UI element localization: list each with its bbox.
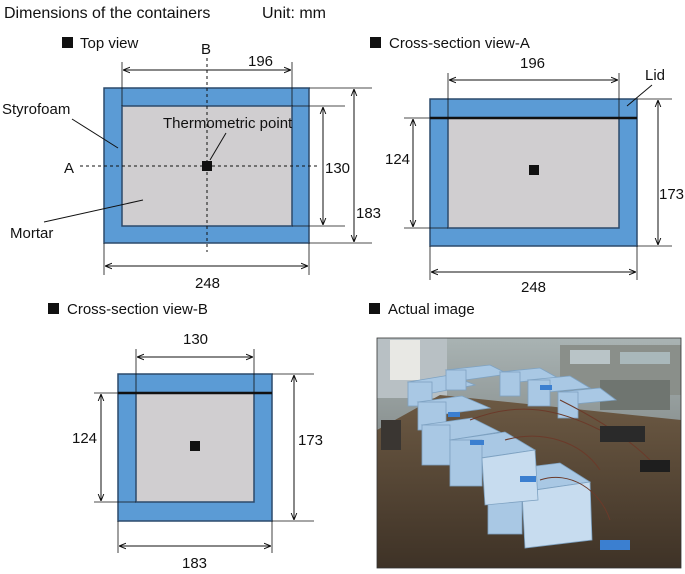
section-a-thermo-marker bbox=[529, 165, 539, 175]
dim-183-text: 183 bbox=[356, 205, 381, 222]
mortar-leader-line bbox=[43, 199, 144, 223]
thermometric-point-marker bbox=[202, 161, 212, 171]
heading-bullet-icon bbox=[370, 37, 381, 48]
thermometric-point-label: Thermometric point bbox=[163, 115, 293, 132]
section-b-thermo-marker bbox=[190, 441, 200, 451]
section-a-heading: Cross-section view-A bbox=[389, 35, 530, 52]
dim-248-text: 248 bbox=[195, 275, 220, 292]
lid-label: Lid bbox=[645, 67, 665, 84]
section-b-heading: Cross-section view-B bbox=[67, 301, 208, 318]
label-b: B bbox=[201, 41, 211, 58]
actual-image-section: Actual image bbox=[369, 301, 682, 569]
dim-124-text: 124 bbox=[72, 430, 97, 447]
thermo-leader-line bbox=[209, 132, 227, 161]
actual-image-heading: Actual image bbox=[388, 301, 475, 318]
dim-173-text: 173 bbox=[298, 432, 323, 449]
styrofoam-leader-line bbox=[71, 118, 119, 149]
dim-130-text: 130 bbox=[325, 160, 350, 177]
mortar-label: Mortar bbox=[10, 225, 53, 242]
diagram-title: Dimensions of the containers bbox=[4, 5, 210, 22]
label-a: A bbox=[64, 160, 74, 177]
styrofoam-label: Styrofoam bbox=[2, 101, 70, 118]
dim-130-text: 130 bbox=[183, 331, 208, 348]
cross-section-b: Cross-section view-B 130 124 173 183 bbox=[48, 301, 323, 572]
heading-bullet-icon bbox=[48, 303, 59, 314]
heading-bullet-icon bbox=[62, 37, 73, 48]
actual-image-photo bbox=[376, 337, 682, 569]
dim-173-text: 173 bbox=[659, 186, 684, 203]
lid-leader-line bbox=[626, 84, 653, 107]
dim-196-text: 196 bbox=[520, 55, 545, 72]
heading-bullet-icon bbox=[369, 303, 380, 314]
top-view-heading: Top view bbox=[80, 35, 139, 52]
dim-124-text: 124 bbox=[385, 151, 410, 168]
dim-196-text: 196 bbox=[248, 53, 273, 70]
top-view: Top view B A Thermometric point Styrofoa… bbox=[2, 35, 381, 292]
dim-183-text: 183 bbox=[182, 555, 207, 572]
cross-section-a: Cross-section view-A 196 Lid 124 173 248 bbox=[370, 35, 684, 296]
unit-label: Unit: mm bbox=[262, 5, 326, 22]
dim-248-text: 248 bbox=[521, 279, 546, 296]
